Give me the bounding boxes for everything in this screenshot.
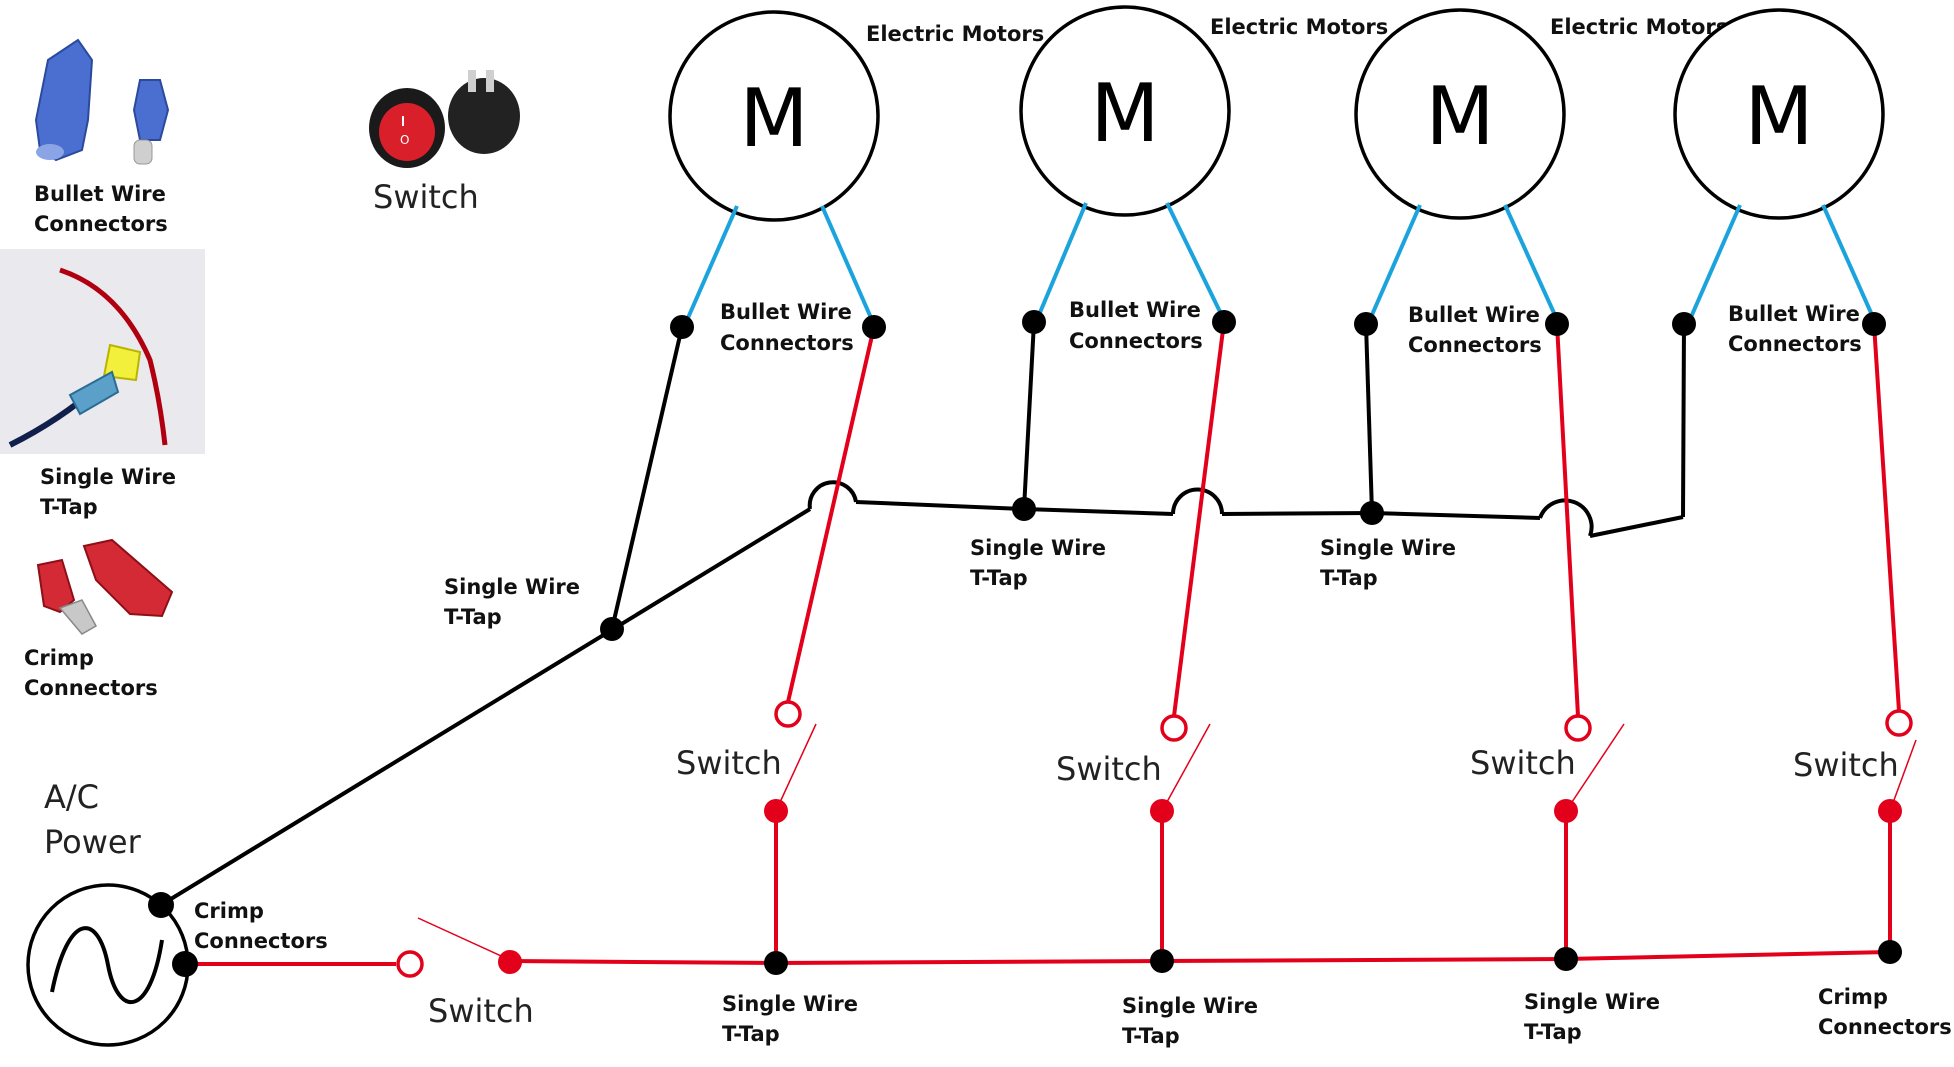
svg-text:Single Wire: Single Wire — [1524, 990, 1660, 1014]
bullet-label-2a: Bullet Wire — [1069, 298, 1201, 322]
ac-power-source — [26, 883, 198, 1047]
bullet-label-3a: Bullet Wire — [1408, 303, 1540, 327]
diag-ttap-line2: T-Tap — [444, 605, 502, 629]
motor-1-title: Electric Motors — [866, 22, 1044, 46]
bullet-label-1b: Connectors — [720, 331, 854, 355]
motor-1: M — [668, 10, 880, 222]
bullet-label-4a: Bullet Wire — [1728, 302, 1860, 326]
svg-text:Single Wire: Single Wire — [1320, 536, 1456, 560]
power-label-line1: A/C — [44, 778, 99, 816]
crimp-label-left-line1: Crimp — [194, 899, 264, 923]
switch-label-1: Switch — [676, 744, 782, 782]
lower-ttap-1-line2: T-Tap — [722, 1022, 780, 1046]
svg-text:Connectors: Connectors — [1069, 329, 1203, 353]
switch-label-4: Switch — [1793, 746, 1899, 784]
bullet-label-3b: Connectors — [1408, 333, 1542, 357]
lower-ttap-2-line1: Single Wire — [1122, 994, 1258, 1018]
bullet-label-2b: Connectors — [1069, 329, 1203, 353]
svg-text:Bullet Wire: Bullet Wire — [720, 300, 852, 324]
lower-ttap-2-line2: T-Tap — [1122, 1024, 1180, 1048]
switch-nodes — [396, 700, 1913, 978]
svg-text:T-Tap: T-Tap — [970, 566, 1028, 590]
legend-bullet-line1: Bullet Wire — [34, 182, 166, 206]
crimp-label-right-line1: Crimp — [1818, 985, 1888, 1009]
svg-text:Connectors: Connectors — [720, 331, 854, 355]
ttap-image — [0, 249, 205, 454]
motor-4-letter: M — [1744, 70, 1813, 163]
svg-text:Connectors: Connectors — [1818, 1015, 1952, 1039]
hot-wiring — [190, 321, 1917, 966]
diag-ttap-line1: Single Wire — [444, 575, 580, 599]
svg-text:Crimp: Crimp — [194, 899, 264, 923]
lower-ttap-3-line2: T-Tap — [1524, 1020, 1582, 1044]
svg-text:Connectors: Connectors — [1408, 333, 1542, 357]
motor-2-title: Electric Motors — [1210, 15, 1388, 39]
bullet-connectors-image — [34, 38, 170, 165]
svg-text:T-Tap: T-Tap — [722, 1022, 780, 1046]
legend-ttap-line2: T-Tap — [40, 495, 98, 519]
motor-4: M — [1673, 8, 1885, 220]
lower-ttap-3-line1: Single Wire — [1524, 990, 1660, 1014]
switch-label-3: Switch — [1470, 744, 1576, 782]
upper-ttap-1-line1: Single Wire — [970, 536, 1106, 560]
crimp-label-left-line2: Connectors — [194, 929, 328, 953]
power-label-line2: Power — [44, 823, 142, 861]
bullet-label-4b: Connectors — [1728, 332, 1862, 356]
neutral-wiring — [159, 321, 1686, 907]
svg-text:Bullet Wire: Bullet Wire — [1069, 298, 1201, 322]
svg-text:Connectors: Connectors — [24, 676, 158, 700]
svg-text:T-Tap: T-Tap — [1320, 566, 1378, 590]
svg-text:Crimp: Crimp — [24, 646, 94, 670]
svg-text:T-Tap: T-Tap — [1122, 1024, 1180, 1048]
svg-text:O: O — [400, 133, 409, 147]
svg-text:T-Tap: T-Tap — [1524, 1020, 1582, 1044]
svg-text:Single Wire: Single Wire — [722, 992, 858, 1016]
svg-text:Single Wire: Single Wire — [444, 575, 580, 599]
lower-ttap-1-line1: Single Wire — [722, 992, 858, 1016]
svg-text:Bullet Wire: Bullet Wire — [1728, 302, 1860, 326]
svg-text:Connectors: Connectors — [34, 212, 168, 236]
svg-text:Single Wire: Single Wire — [970, 536, 1106, 560]
svg-text:Crimp: Crimp — [1818, 985, 1888, 1009]
svg-text:Bullet Wire: Bullet Wire — [34, 182, 166, 206]
motor-1-letter: M — [739, 72, 808, 165]
motor-2-letter: M — [1090, 67, 1159, 160]
ttap-nodes — [600, 497, 1902, 975]
svg-text:Connectors: Connectors — [1728, 332, 1862, 356]
legend-switch-label: Switch — [373, 178, 479, 216]
svg-text:T-Tap: T-Tap — [444, 605, 502, 629]
switch-image: O — [369, 70, 520, 168]
legend-crimp-line2: Connectors — [24, 676, 158, 700]
motor-3-title: Electric Motors — [1550, 15, 1728, 39]
bullet-connector-nodes — [670, 310, 1886, 339]
svg-text:T-Tap: T-Tap — [40, 495, 98, 519]
switch-label-2: Switch — [1056, 750, 1162, 788]
upper-ttap-2-line2: T-Tap — [1320, 566, 1378, 590]
upper-ttap-2-line1: Single Wire — [1320, 536, 1456, 560]
legend-ttap-line1: Single Wire — [40, 465, 176, 489]
motor-2: M — [1019, 5, 1231, 217]
legend-crimp-line1: Crimp — [24, 646, 94, 670]
motor-3-letter: M — [1425, 70, 1494, 163]
svg-text:Bullet Wire: Bullet Wire — [1408, 303, 1540, 327]
svg-text:Single Wire: Single Wire — [1122, 994, 1258, 1018]
crimp-connectors-image — [36, 538, 174, 635]
svg-text:Connectors: Connectors — [194, 929, 328, 953]
bullet-label-1a: Bullet Wire — [720, 300, 852, 324]
upper-ttap-1-line2: T-Tap — [970, 566, 1028, 590]
crimp-label-right-line2: Connectors — [1818, 1015, 1952, 1039]
legend-bullet-line2: Connectors — [34, 212, 168, 236]
switch-label-main: Switch — [428, 992, 534, 1030]
motor-3: M — [1354, 8, 1566, 220]
svg-text:Single Wire: Single Wire — [40, 465, 176, 489]
motor-leads — [682, 202, 1878, 328]
